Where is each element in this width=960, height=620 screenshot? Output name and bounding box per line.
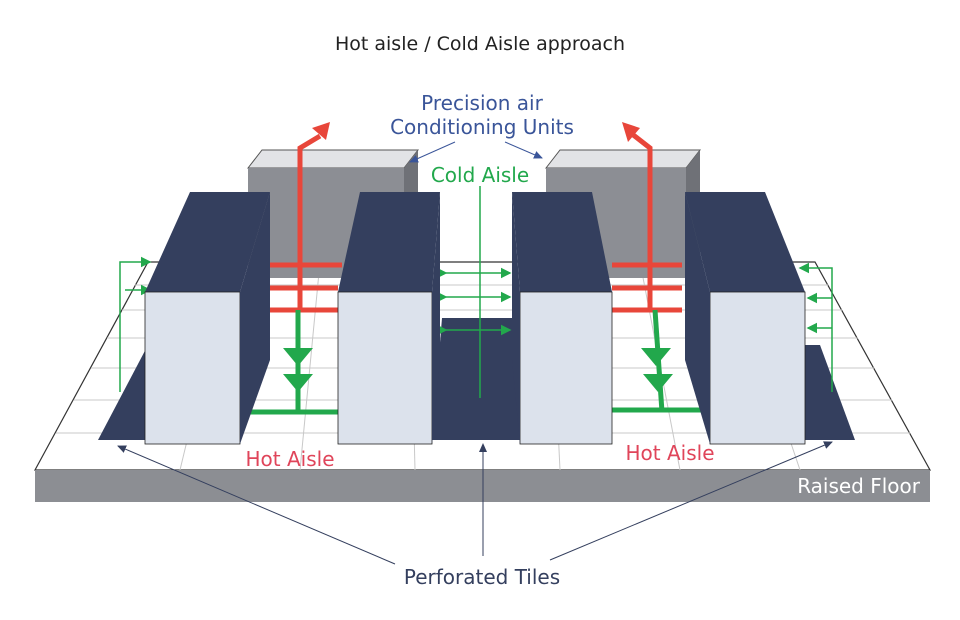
perforated-tile-center [432, 318, 520, 440]
hot-aisle-label-left: Hot Aisle [246, 447, 335, 471]
rack-2 [337, 192, 440, 445]
hot-air-return-right [612, 122, 682, 313]
hot-aisle-label-right: Hot Aisle [626, 441, 715, 465]
cold-air-supply-left [245, 310, 340, 415]
hot-air-return-left [270, 122, 342, 313]
side-flow-left [119, 256, 152, 392]
perforated-tile-right [800, 345, 855, 440]
rack-3 [512, 192, 613, 445]
precision-label-line2: Conditioning Units [390, 115, 574, 139]
raised-floor-label: Raised Floor [797, 474, 921, 498]
diagram-title: Hot aisle / Cold Aisle approach [335, 33, 625, 55]
perforated-tiles-label: Perforated Tiles [404, 565, 560, 589]
precision-label-line1: Precision air [421, 91, 543, 115]
cold-aisle-label: Cold Aisle [431, 163, 529, 187]
cold-air-supply-right [612, 309, 710, 413]
rack-1 [144, 192, 270, 445]
precision-pointers [409, 141, 543, 163]
rack-4 [685, 192, 806, 445]
perforated-tiles-pointers [117, 441, 833, 565]
cold-aisle-flow [437, 186, 512, 398]
side-flow-right [798, 262, 833, 392]
